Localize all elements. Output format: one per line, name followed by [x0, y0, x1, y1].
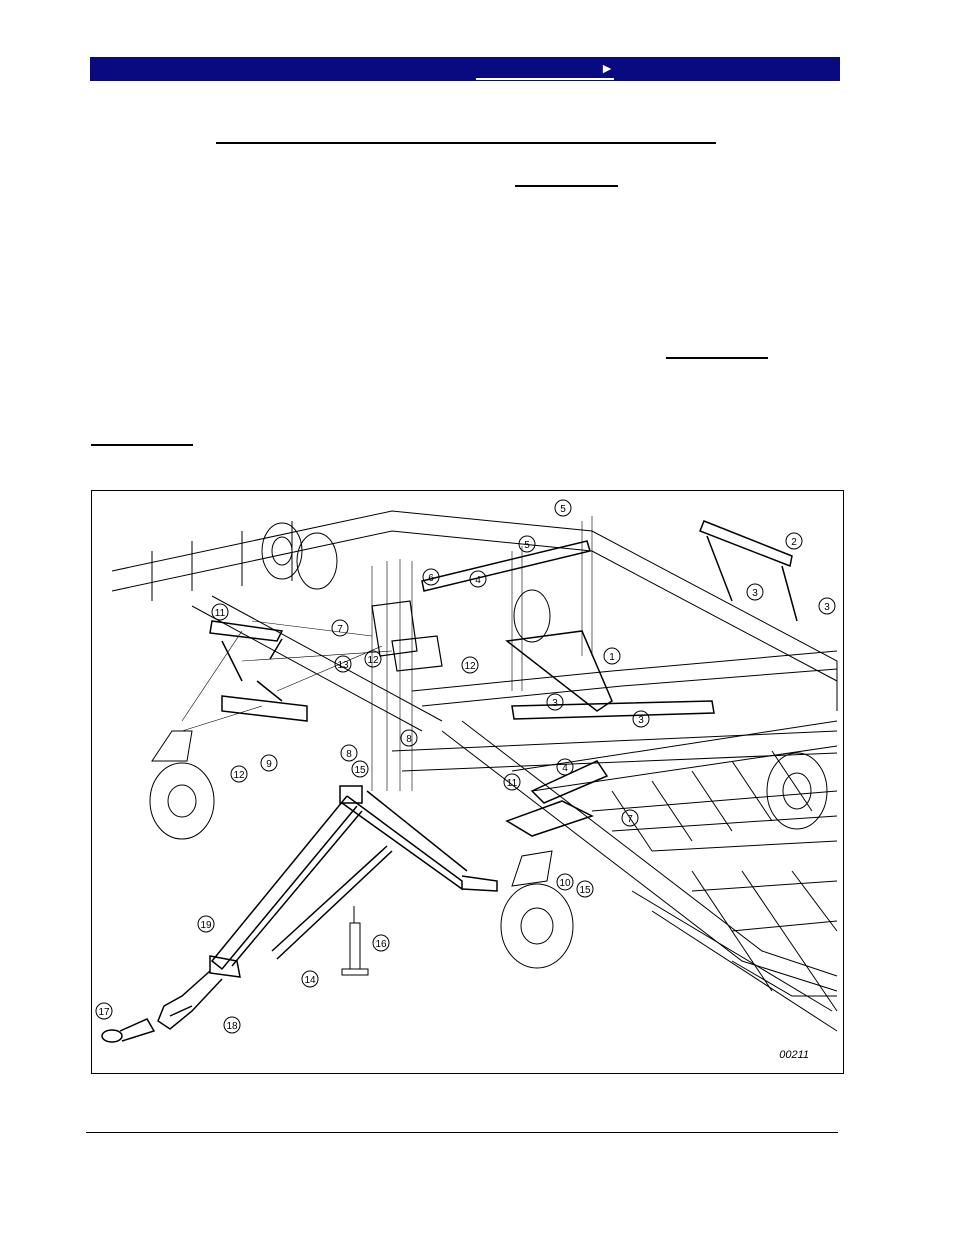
parts-illustration: 1 2 3 3 3 3 4 4 5 5 6 7 7 8 8 9 10 11 11… — [95, 499, 838, 1043]
callout-3c: 3 — [552, 698, 558, 709]
callout-18: 18 — [226, 1021, 238, 1032]
callout-14: 14 — [304, 975, 316, 986]
caster-wheels — [149, 730, 574, 969]
subheading-rule — [91, 444, 193, 446]
exploded-parts-diagram: 1 2 3 3 3 3 4 4 5 5 6 7 7 8 8 9 10 11 11… — [91, 490, 844, 1074]
frame-wheels — [261, 522, 828, 830]
callout-bubbles — [95, 499, 836, 1034]
reference-link-rule — [666, 357, 768, 359]
callout-5b: 5 — [524, 540, 530, 551]
callout-12a: 12 — [367, 655, 379, 666]
callout-4b: 4 — [562, 763, 568, 774]
footer-rule — [86, 1132, 838, 1133]
callout-8a: 8 — [346, 749, 352, 760]
callout-16: 16 — [375, 939, 387, 950]
callout-17: 17 — [98, 1007, 110, 1018]
main-frame — [111, 510, 838, 1032]
callout-1: 1 — [609, 652, 615, 663]
callout-12b: 12 — [233, 770, 245, 781]
callout-numbers: 1 2 3 3 3 3 4 4 5 5 6 7 7 8 8 9 10 11 11… — [98, 504, 830, 1032]
callout-7a: 7 — [337, 624, 343, 635]
callout-15b: 15 — [579, 885, 591, 896]
callout-12c: 12 — [464, 661, 476, 672]
callout-7b: 7 — [627, 814, 633, 825]
callout-3a: 3 — [752, 588, 758, 599]
heading-link-rule — [515, 185, 618, 187]
hitch-assembly — [101, 785, 498, 1043]
callout-19: 19 — [200, 920, 212, 931]
callout-11a: 11 — [215, 608, 226, 619]
section-title-rule — [216, 142, 716, 144]
hardware-leaders — [181, 516, 593, 791]
figure-id-label: 00211 — [779, 1049, 809, 1061]
callout-13: 13 — [337, 660, 349, 671]
callout-6: 6 — [428, 573, 434, 584]
callout-4a: 4 — [475, 575, 481, 586]
center-plate — [371, 600, 443, 672]
callout-3d: 3 — [638, 715, 644, 726]
header-bar: ► — [90, 57, 840, 81]
next-page-link[interactable]: ► — [476, 60, 614, 80]
jack-stand — [341, 906, 369, 976]
callout-15a: 15 — [354, 765, 366, 776]
callout-3b: 3 — [824, 602, 830, 613]
callout-9: 9 — [266, 759, 272, 770]
walking-beams — [209, 520, 798, 837]
callout-5a: 5 — [560, 504, 566, 515]
callout-8b: 8 — [406, 734, 412, 745]
next-arrow-icon: ► — [600, 60, 614, 76]
callout-2: 2 — [791, 537, 797, 548]
callout-10: 10 — [559, 878, 571, 889]
callout-11b: 11 — [507, 778, 518, 789]
